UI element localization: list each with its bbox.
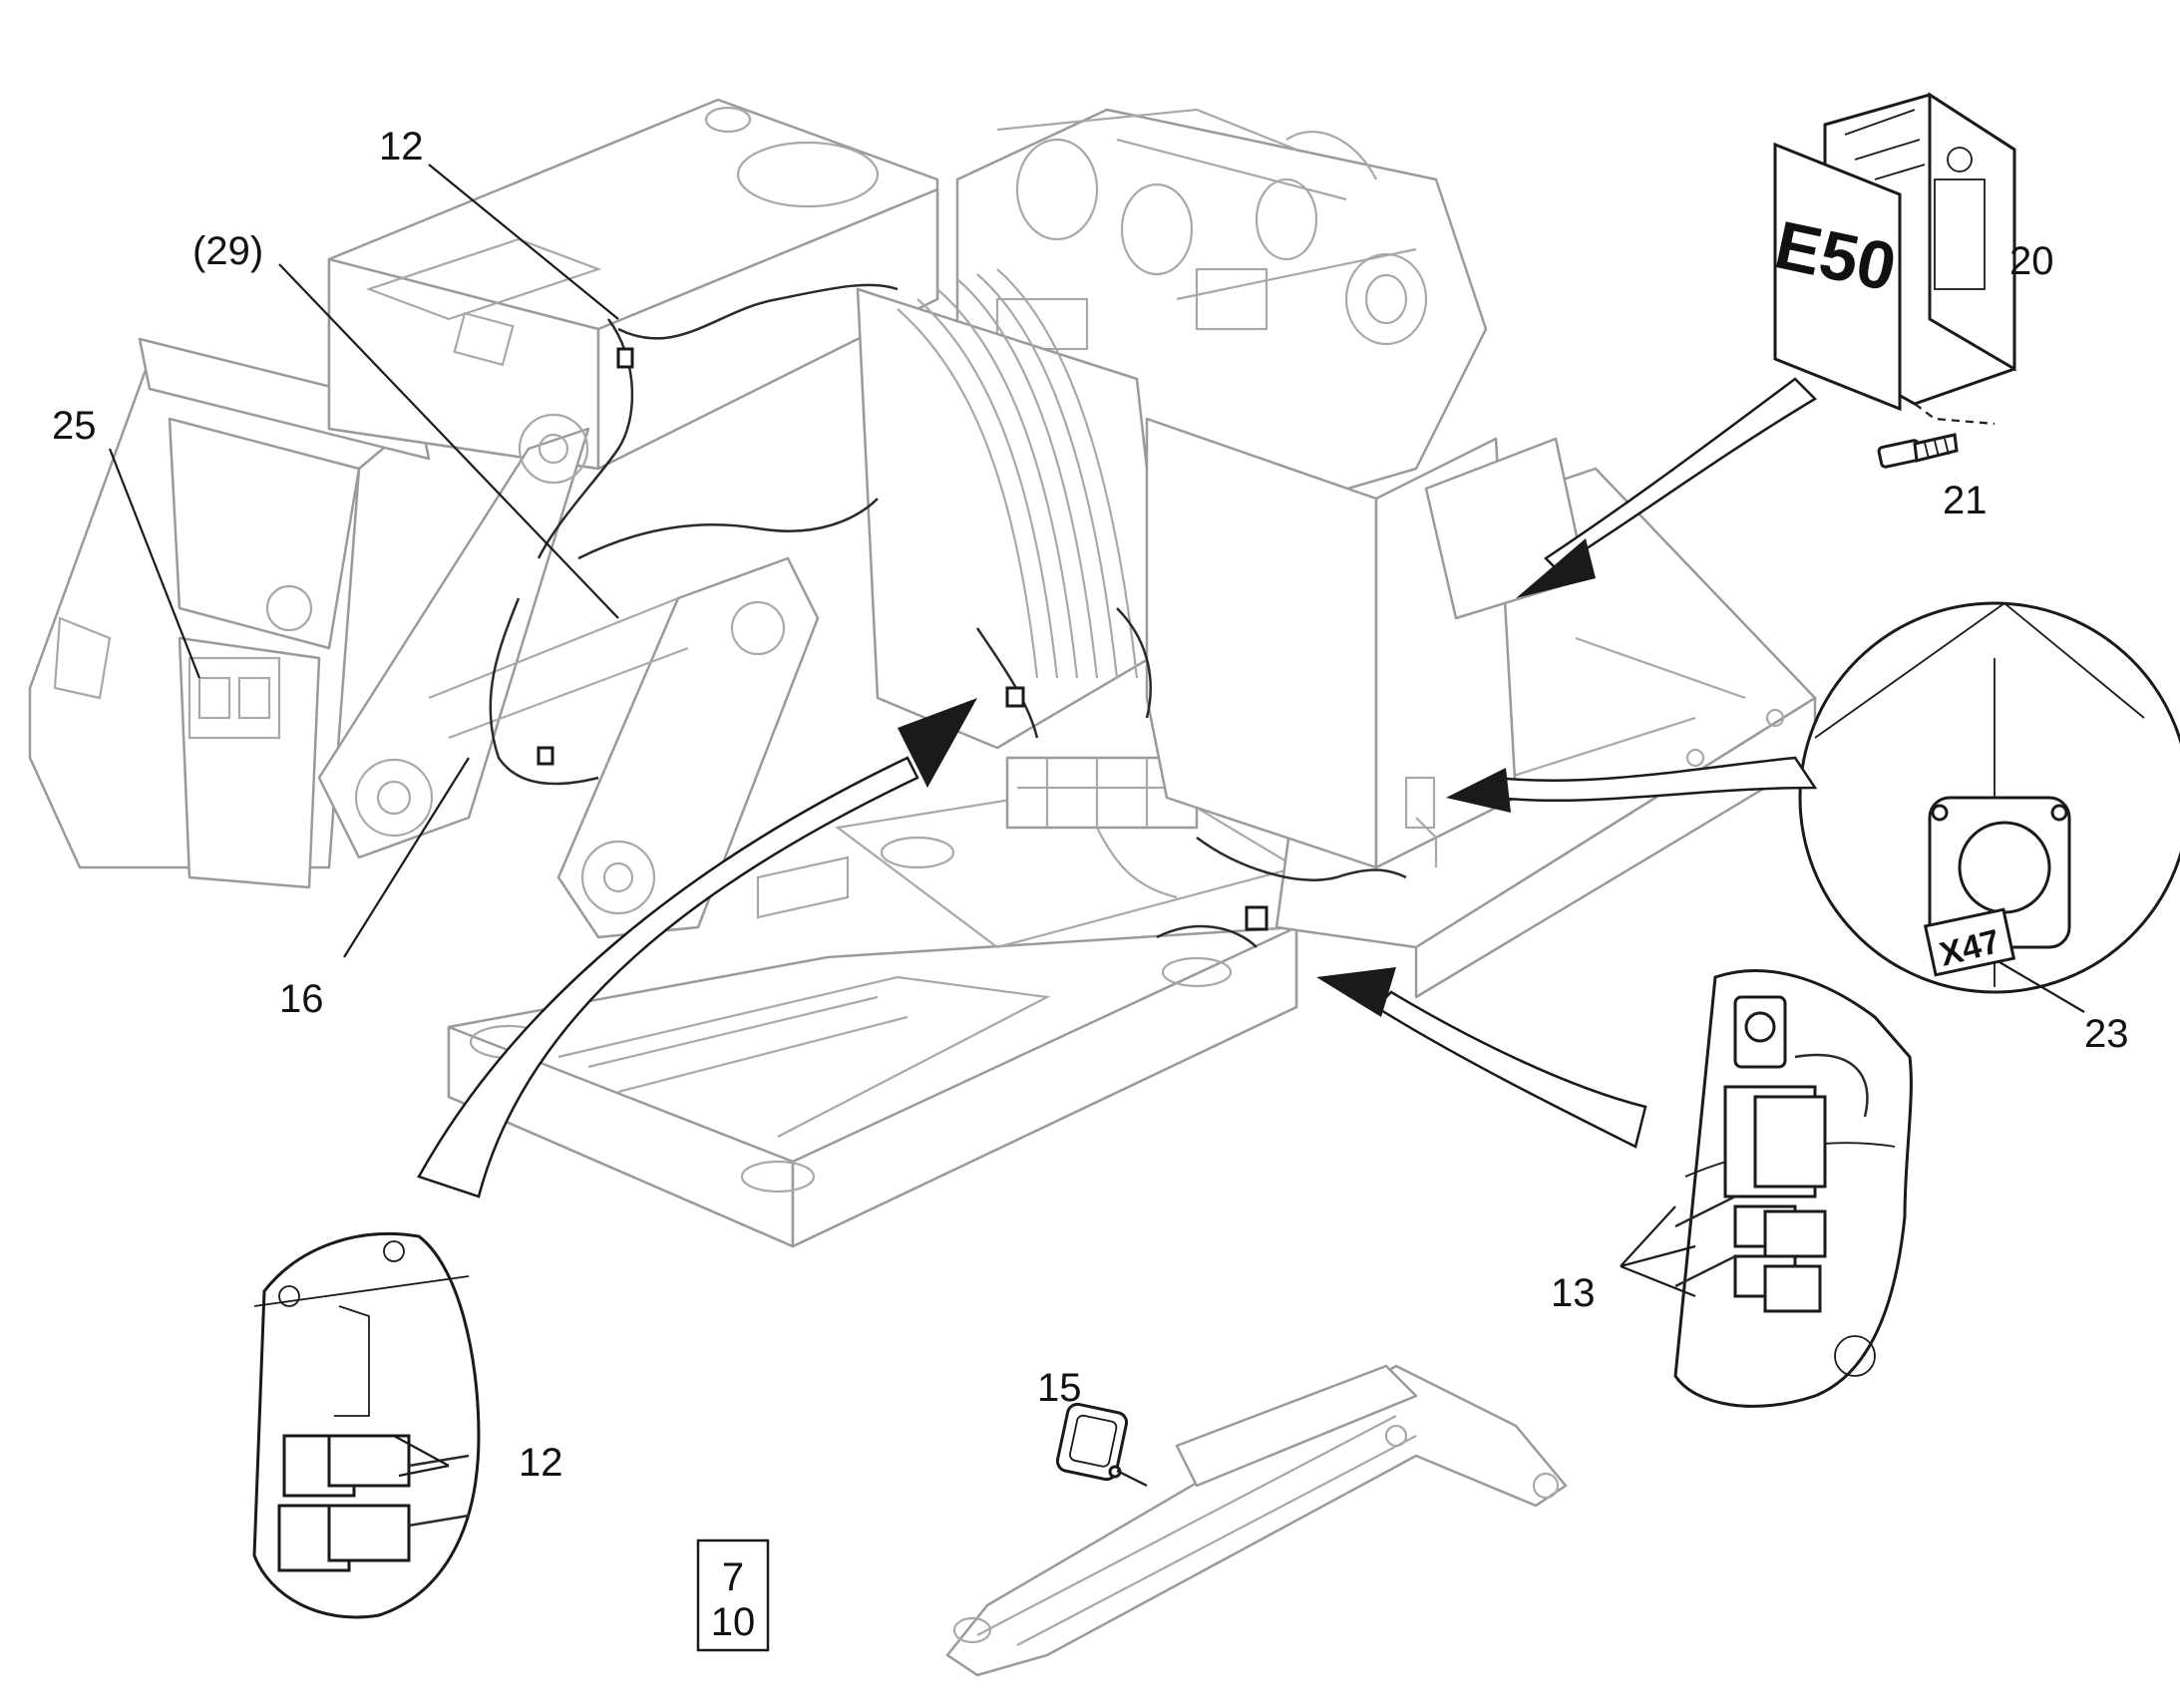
callout-12-top: 12 bbox=[379, 125, 424, 169]
work-light bbox=[1055, 1402, 1148, 1487]
callout-13: 13 bbox=[1551, 1271, 1596, 1315]
controller-e50: E50 bbox=[1769, 92, 2016, 412]
callout-leaders bbox=[108, 164, 2085, 1478]
callout-23: 23 bbox=[2084, 1012, 2129, 1056]
detail-x47: X47 bbox=[1798, 601, 2180, 994]
arm-assembly bbox=[945, 1364, 1568, 1677]
detail-relays bbox=[1673, 969, 1913, 1408]
callout-29: (29) bbox=[192, 229, 263, 273]
left-housing bbox=[28, 337, 431, 889]
boom-mount bbox=[317, 413, 820, 939]
callouts: 12 (29) 25 20 21 16 23 13 15 12 bbox=[52, 125, 2129, 1485]
callout-20: 20 bbox=[2009, 239, 2054, 283]
lower-frame bbox=[447, 776, 1299, 1248]
detail-relays-lower bbox=[252, 1232, 481, 1619]
pointer-arrows bbox=[417, 377, 1818, 1198]
reference-box: 7 10 bbox=[696, 1538, 770, 1652]
machine-assembly bbox=[28, 98, 1817, 1248]
box-bottom: 10 bbox=[711, 1600, 756, 1644]
callout-16: 16 bbox=[279, 977, 324, 1021]
screw bbox=[1877, 403, 1996, 469]
cab-wall bbox=[1145, 417, 1588, 869]
callout-15: 15 bbox=[1037, 1366, 1082, 1410]
callout-25: 25 bbox=[52, 404, 97, 448]
upper-structure bbox=[327, 98, 939, 471]
callout-21: 21 bbox=[1943, 479, 1988, 522]
callout-12-bottom: 12 bbox=[519, 1441, 563, 1485]
box-top: 7 bbox=[722, 1555, 744, 1599]
wiring-harness bbox=[489, 283, 1407, 948]
valve-block bbox=[856, 268, 1199, 899]
